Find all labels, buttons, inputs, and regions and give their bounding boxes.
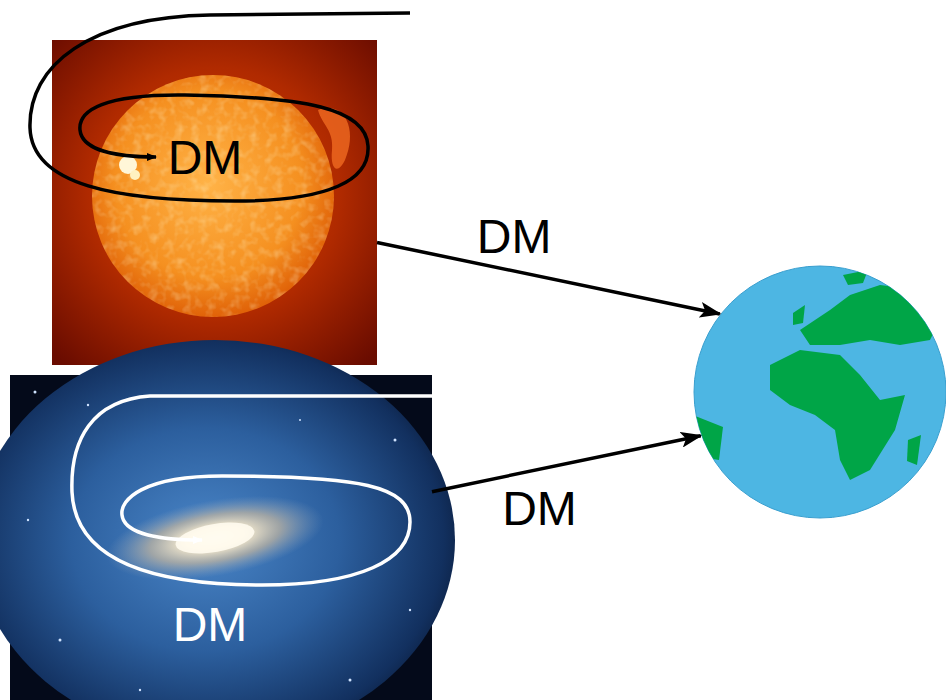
node-label: DM xyxy=(173,601,248,649)
dark-matter-spiral xyxy=(72,396,432,585)
galaxy-image xyxy=(0,340,455,700)
dark-matter-spiral xyxy=(30,13,410,201)
earth-shape xyxy=(693,265,946,519)
flow-arrow xyxy=(432,436,701,492)
edge-label: DM xyxy=(474,213,555,261)
node-label: DM xyxy=(168,134,243,182)
edge-label: DM xyxy=(499,485,580,533)
galaxy-panel: DM xyxy=(10,375,432,700)
earth-globe xyxy=(693,265,946,519)
sun-panel: DM xyxy=(52,40,377,365)
